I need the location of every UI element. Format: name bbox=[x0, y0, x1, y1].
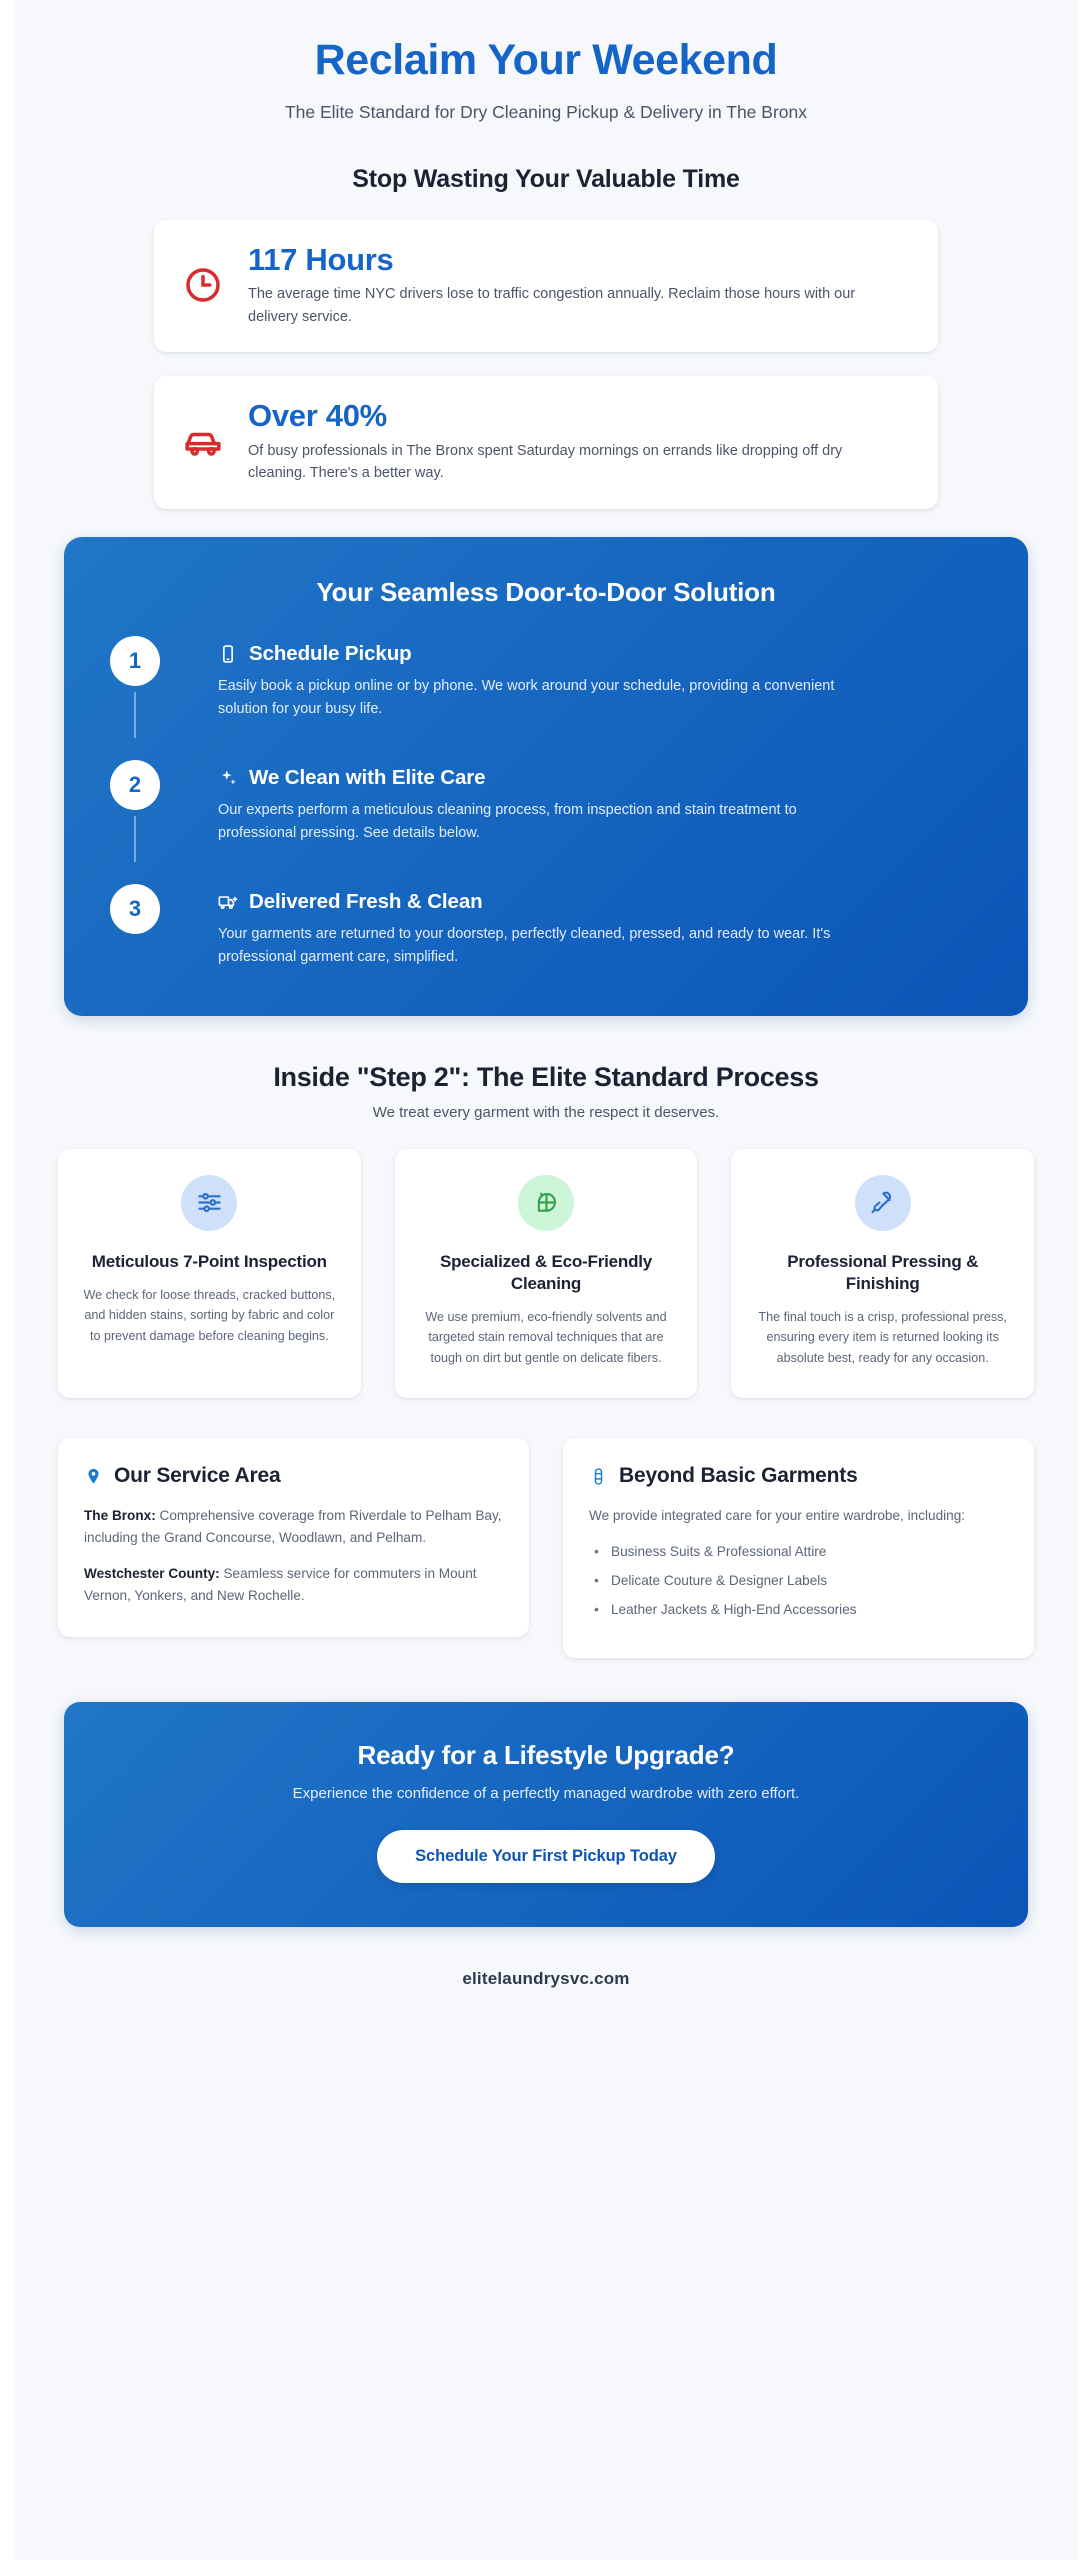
service-area-bronx-text: Comprehensive coverage from Riverdale to… bbox=[84, 1508, 502, 1546]
step-number-badge: 1 bbox=[110, 635, 160, 686]
stat-value: 117 Hours bbox=[248, 241, 394, 277]
list-item: Business Suits & Professional Attire bbox=[589, 1540, 1008, 1563]
service-area-bronx-label: The Bronx: bbox=[84, 1508, 156, 1524]
step-title-row: We Clean with Elite Care bbox=[218, 766, 982, 790]
service-area-westchester-label: Westchester County: bbox=[84, 1566, 220, 1582]
service-area-title-row: Our Service Area bbox=[84, 1464, 503, 1488]
garments-intro: We provide integrated care for your enti… bbox=[589, 1508, 966, 1524]
process-card-title: Specialized & Eco-Friendly Cleaning bbox=[439, 1251, 653, 1293]
step-item: 1 Schedule Pickup Easily book a pickup o… bbox=[110, 635, 982, 738]
hero-header: Reclaim Your Weekend The Elite Standard … bbox=[14, 0, 1078, 194]
step-title: Schedule Pickup bbox=[249, 641, 412, 665]
steps-list: 1 Schedule Pickup Easily book a pickup o… bbox=[110, 635, 982, 970]
info-card-row: Our Service Area The Bronx: Comprehensiv… bbox=[14, 1438, 1078, 1659]
service-area-westchester: Westchester County: Seamless service for… bbox=[84, 1563, 503, 1607]
car-icon bbox=[180, 419, 226, 465]
mobile-phone-icon bbox=[223, 645, 233, 663]
sparkles-icon bbox=[222, 770, 236, 785]
cta-panel: Ready for a Lifestyle Upgrade? Experienc… bbox=[64, 1702, 1028, 1928]
process-section-title: Inside "Step 2": The Elite Standard Proc… bbox=[273, 1061, 819, 1092]
stat-description: The average time NYC drivers lose to tra… bbox=[248, 286, 856, 325]
clock-icon bbox=[180, 262, 226, 308]
step-description: Our experts perform a meticulous cleanin… bbox=[218, 801, 797, 842]
steps-panel: Your Seamless Door-to-Door Solution 1 Sc… bbox=[64, 536, 1028, 1016]
step-connector-line bbox=[134, 691, 136, 738]
list-item: Delicate Couture & Designer Labels bbox=[589, 1569, 1008, 1592]
process-section-subtitle: We treat every garment with the respect … bbox=[372, 1103, 720, 1121]
step-number-badge: 3 bbox=[110, 883, 160, 934]
process-card-title: Professional Pressing & Finishing bbox=[787, 1251, 979, 1293]
step-number-badge: 2 bbox=[110, 759, 160, 810]
step-item: 3 Delivered Fresh & Clean Your garments … bbox=[110, 883, 982, 970]
stat-value: Over 40% bbox=[248, 398, 387, 434]
service-area-bronx: The Bronx: Comprehensive coverage from R… bbox=[84, 1505, 503, 1549]
delivery-truck-icon bbox=[218, 895, 238, 909]
garments-card: Beyond Basic Garments We provide integra… bbox=[563, 1438, 1034, 1659]
process-card-title: Meticulous 7-Point Inspection bbox=[91, 1251, 327, 1271]
cta-subtitle: Experience the confidence of a perfectly… bbox=[292, 1785, 800, 1803]
step-item: 2 We Clean with Elite Care Our experts p… bbox=[110, 759, 982, 862]
stat-card: 117 Hours The average time NYC drivers l… bbox=[154, 219, 938, 353]
stat-card: Over 40% Of busy professionals in The Br… bbox=[154, 376, 938, 509]
sliders-icon bbox=[181, 1174, 238, 1231]
garments-title-row: Beyond Basic Garments bbox=[589, 1464, 1008, 1488]
step-title: We Clean with Elite Care bbox=[249, 765, 486, 789]
process-card-text: We check for loose threads, cracked butt… bbox=[83, 1287, 336, 1343]
schedule-pickup-button[interactable]: Schedule Your First Pickup Today bbox=[377, 1830, 715, 1884]
list-item: Leather Jackets & High-End Accessories bbox=[589, 1598, 1008, 1621]
process-card-text: We use premium, eco-friendly solvents an… bbox=[425, 1309, 667, 1365]
step-connector-line bbox=[134, 815, 136, 862]
leaf-icon bbox=[518, 1174, 574, 1231]
step-title: Delivered Fresh & Clean bbox=[249, 889, 483, 913]
process-card-text: The final touch is a crisp, professional… bbox=[758, 1309, 1007, 1365]
footer-website: elitelaundrysvc.com bbox=[462, 1969, 630, 1989]
stat-card-list: 117 Hours The average time NYC drivers l… bbox=[14, 219, 1078, 509]
garments-list: Business Suits & Professional Attire Del… bbox=[589, 1540, 1008, 1621]
map-pin-icon bbox=[88, 1468, 99, 1484]
process-section: Inside "Step 2": The Elite Standard Proc… bbox=[14, 1061, 1078, 1399]
process-card: Professional Pressing & Finishing The fi… bbox=[731, 1148, 1035, 1399]
process-card-list: Meticulous 7-Point Inspection We check f… bbox=[14, 1148, 1078, 1399]
steps-panel-title: Your Seamless Door-to-Door Solution bbox=[316, 576, 776, 607]
service-area-card: Our Service Area The Bronx: Comprehensiv… bbox=[58, 1438, 529, 1638]
hanger-icon bbox=[594, 1467, 603, 1485]
service-area-westchester-text: Seamless service for commuters in Mount … bbox=[84, 1566, 477, 1604]
step-title-row: Delivered Fresh & Clean bbox=[218, 890, 982, 914]
step-title-row: Schedule Pickup bbox=[218, 642, 982, 666]
page-title: Reclaim Your Weekend bbox=[314, 36, 778, 84]
step-description: Your garments are returned to your doors… bbox=[218, 925, 831, 966]
cta-title: Ready for a Lifestyle Upgrade? bbox=[357, 1740, 735, 1771]
process-card: Specialized & Eco-Friendly Cleaning We u… bbox=[394, 1148, 698, 1399]
stat-description: Of busy professionals in The Bronx spent… bbox=[248, 442, 843, 482]
pain-point-heading: Stop Wasting Your Valuable Time bbox=[352, 164, 740, 193]
process-card: Meticulous 7-Point Inspection We check f… bbox=[58, 1148, 361, 1399]
page-subtitle: The Elite Standard for Dry Cleaning Pick… bbox=[284, 102, 807, 123]
iron-icon bbox=[854, 1174, 911, 1231]
garments-title: Beyond Basic Garments bbox=[619, 1464, 858, 1488]
step-description: Easily book a pickup online or by phone.… bbox=[218, 677, 835, 718]
service-area-title: Our Service Area bbox=[114, 1464, 281, 1488]
